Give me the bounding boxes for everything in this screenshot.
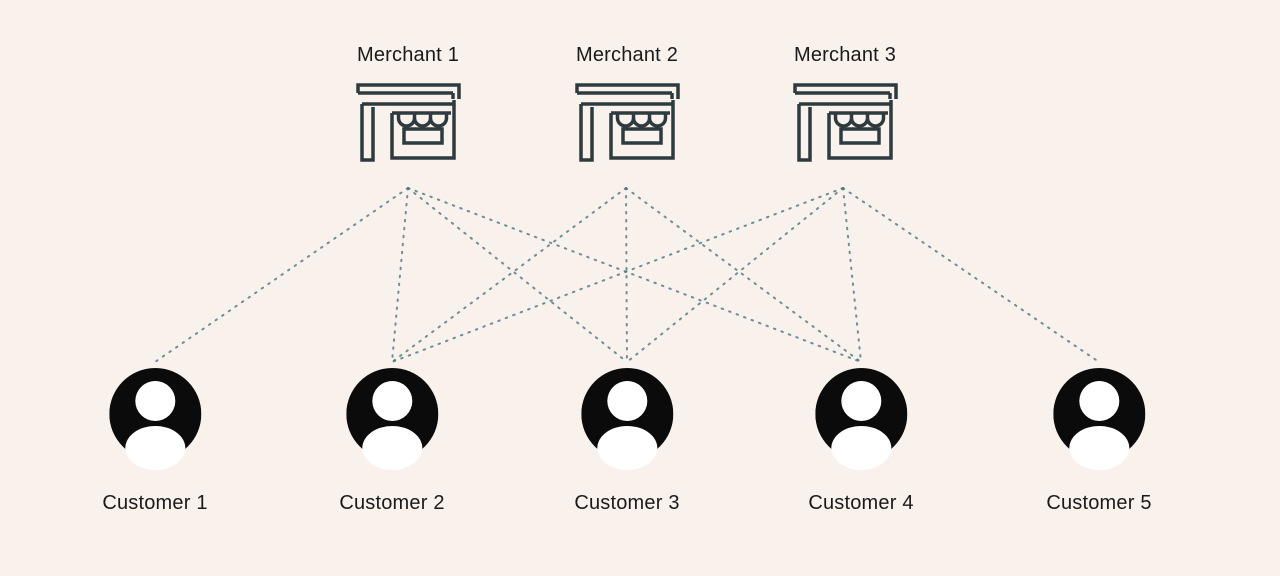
edge-merchant-3-customer-4 [842,187,862,363]
customer-2-label: Customer 2 [339,492,445,514]
customer-3-label: Customer 3 [574,492,680,514]
edge-merchant-2-customer-3 [625,187,628,363]
edge-merchant-3-customer-2 [391,187,844,363]
customer-1-label: Customer 1 [102,492,208,514]
customer-4-label: Customer 4 [808,492,914,514]
storefront-icon [356,83,461,162]
customer-node-4: Customer 4 [808,368,913,514]
merchant-node-3: Merchant 3 [789,44,901,170]
person-icon [109,368,201,470]
edge-merchant-3-customer-5 [842,187,1100,363]
merchant-1-label: Merchant 1 [356,44,460,66]
edge-merchant-2-customer-2 [391,187,627,363]
edge-merchant-1-customer-4 [407,187,862,363]
customer-node-1: Customer 1 [102,368,207,514]
customer-node-2: Customer 2 [339,368,444,514]
person-icon [346,368,438,470]
edge-merchant-1-customer-3 [407,187,628,363]
merchant-3-label: Merchant 3 [793,44,897,66]
edge-merchant-1-customer-1 [154,187,409,363]
person-icon [1053,368,1145,470]
edge-merchant-1-customer-2 [391,187,409,363]
storefront-icon [575,83,680,162]
customer-node-3: Customer 3 [574,368,679,514]
merchant-node-2: Merchant 2 [571,44,683,170]
person-icon [581,368,673,470]
edge-merchant-3-customer-3 [626,187,844,363]
customer-node-5: Customer 5 [1046,368,1151,514]
merchant-2-label: Merchant 2 [575,44,679,66]
storefront-icon [793,83,898,162]
customer-5-label: Customer 5 [1046,492,1152,514]
person-icon [815,368,907,470]
edge-merchant-2-customer-4 [625,187,862,363]
merchant-node-1: Merchant 1 [352,44,464,170]
